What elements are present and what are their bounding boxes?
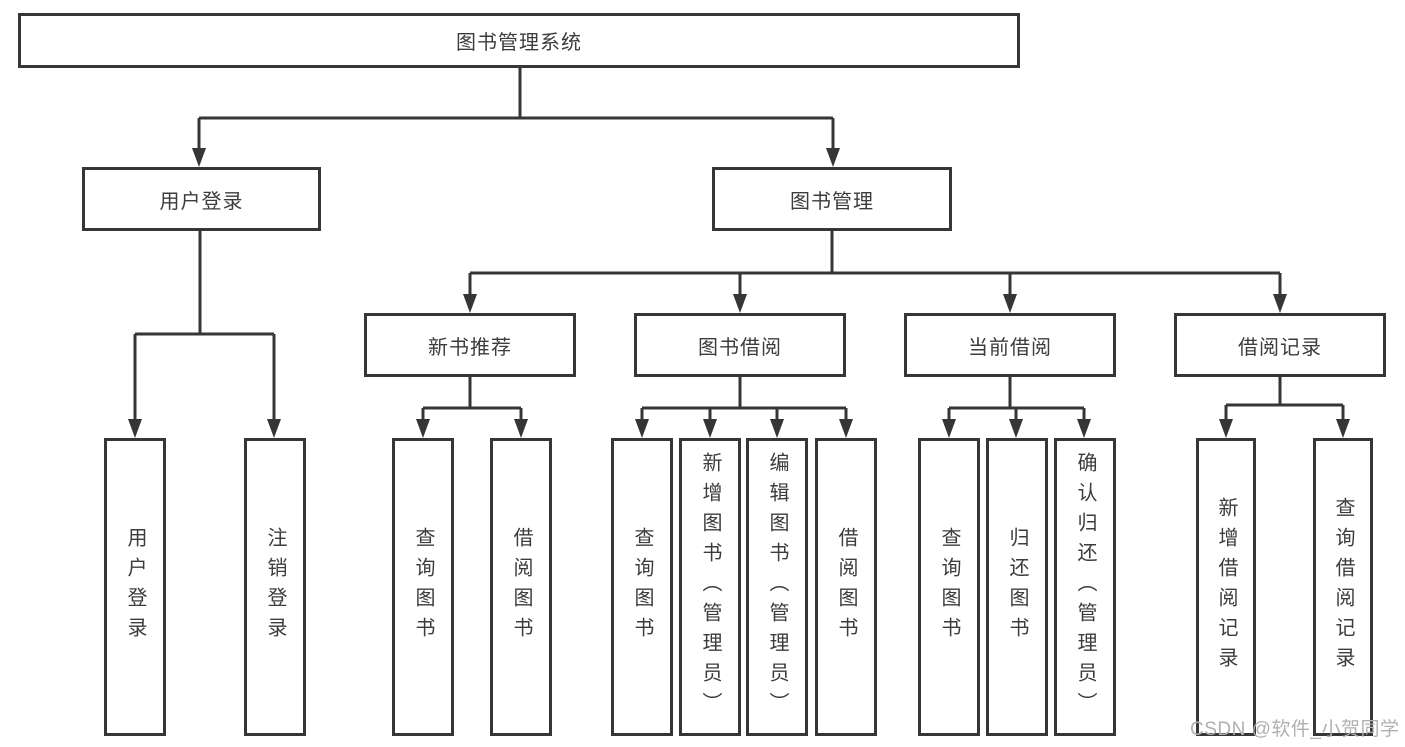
connector-userlogin-to-leaves	[133, 231, 276, 421]
leaf-current-query-books: 查询图书	[918, 438, 980, 736]
node-current-borrowing: 当前借阅	[904, 313, 1116, 377]
leaf-borrowing-borrow-books: 借阅图书	[815, 438, 877, 736]
leaf-borrowing-query-books-label: 查询图书	[631, 527, 653, 647]
leaf-current-query-books-label: 查询图书	[938, 527, 960, 647]
node-current-borrowing-label: 当前借阅	[968, 336, 1052, 359]
leaf-records-query-record: 查询借阅记录	[1313, 438, 1373, 736]
leaf-current-confirm-return-admin: 确认归还（管理员）	[1054, 438, 1116, 736]
node-borrowing-records: 借阅记录	[1174, 313, 1386, 377]
connector-newbook-to-leaves	[421, 377, 523, 421]
leaf-user-login-label: 用户登录	[124, 527, 146, 647]
connector-bookborrow-to-leaves	[640, 377, 848, 421]
leaf-current-return-books-label: 归还图书	[1006, 527, 1028, 647]
leaf-user-login: 用户登录	[104, 438, 166, 736]
node-root-label: 图书管理系统	[456, 32, 582, 54]
leaf-logout-label: 注销登录	[264, 527, 286, 647]
node-borrowing-records-label: 借阅记录	[1238, 336, 1322, 359]
leaf-borrowing-query-books: 查询图书	[611, 438, 673, 736]
leaf-recommend-query-books: 查询图书	[392, 438, 454, 736]
node-book-borrowing: 图书借阅	[634, 313, 846, 377]
node-user-login: 用户登录	[82, 167, 321, 231]
leaf-logout: 注销登录	[244, 438, 306, 736]
leaf-recommend-borrow-books: 借阅图书	[490, 438, 552, 736]
connector-records-to-leaves	[1224, 377, 1345, 421]
node-new-book-recommendation-label: 新书推荐	[428, 336, 512, 359]
leaf-current-return-books: 归还图书	[986, 438, 1048, 736]
connector-bookmgmt-to-level3	[468, 231, 1282, 296]
leaf-borrowing-add-books-admin-label: 新增图书（管理员）	[699, 452, 721, 722]
leaf-borrowing-edit-books-admin: 编辑图书（管理员）	[746, 438, 808, 736]
node-root-system: 图书管理系统	[18, 13, 1020, 68]
node-new-book-recommendation: 新书推荐	[364, 313, 576, 377]
node-book-management-label: 图书管理	[790, 190, 874, 213]
leaf-recommend-borrow-books-label: 借阅图书	[510, 527, 532, 647]
node-book-management: 图书管理	[712, 167, 952, 231]
leaf-current-confirm-return-admin-label: 确认归还（管理员）	[1074, 452, 1096, 722]
csdn-watermark: CSDN @软件_小贺同学	[1190, 719, 1400, 740]
leaf-records-add-record-label: 新增借阅记录	[1215, 497, 1237, 677]
leaf-records-query-record-label: 查询借阅记录	[1332, 497, 1354, 677]
connector-currentborrow-to-leaves	[947, 377, 1086, 421]
connector-root-to-level2	[197, 67, 835, 150]
leaf-records-add-record: 新增借阅记录	[1196, 438, 1256, 736]
node-user-login-label: 用户登录	[159, 190, 244, 213]
leaf-borrowing-add-books-admin: 新增图书（管理员）	[679, 438, 741, 736]
node-book-borrowing-label: 图书借阅	[698, 336, 782, 359]
leaf-recommend-query-books-label: 查询图书	[412, 527, 434, 647]
leaf-borrowing-edit-books-admin-label: 编辑图书（管理员）	[766, 452, 788, 722]
leaf-borrowing-borrow-books-label: 借阅图书	[835, 527, 857, 647]
